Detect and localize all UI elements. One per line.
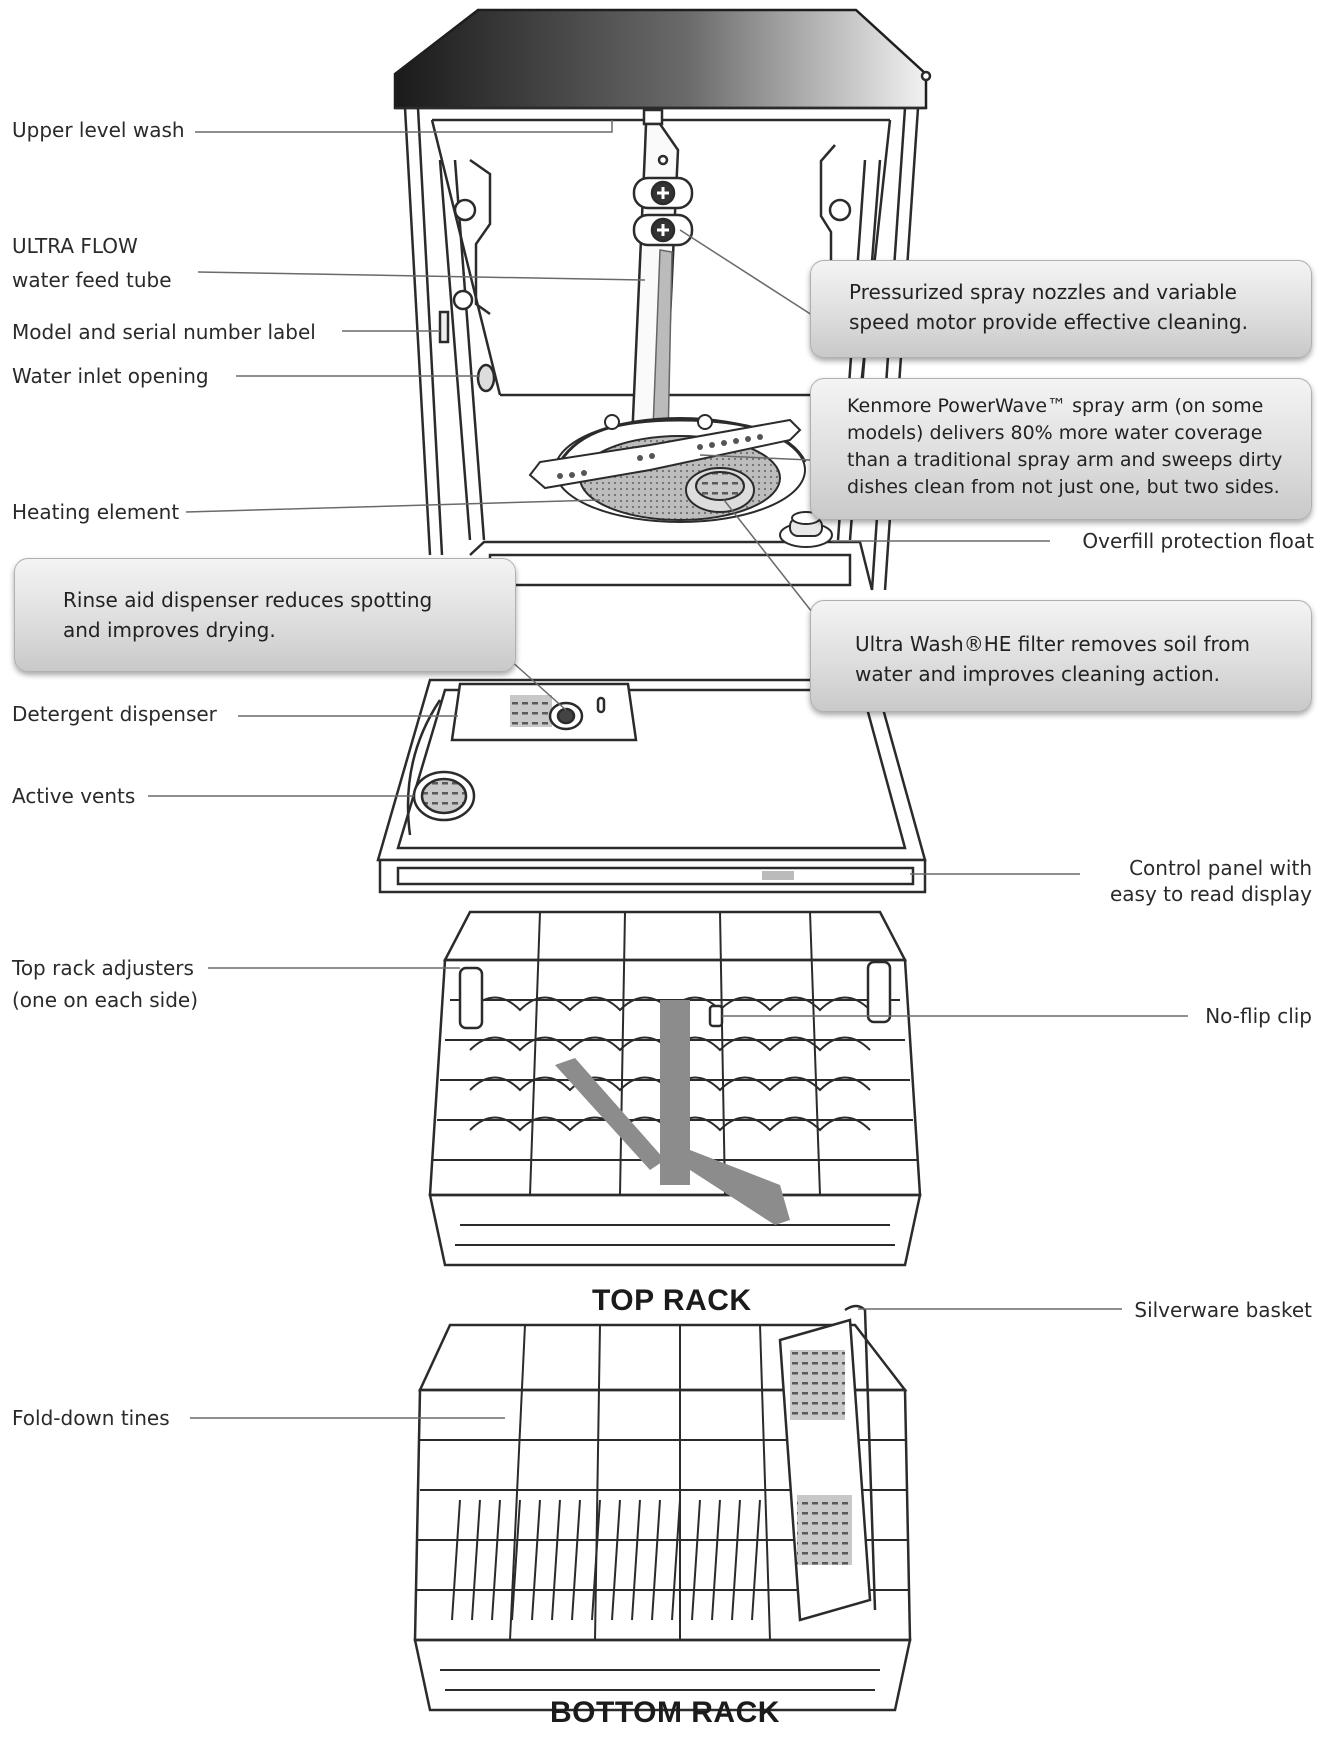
leader-spray-nozzles [679, 229, 813, 316]
ultra-wash-filter [685, 467, 755, 513]
label-fold-down-tines: Fold-down tines [12, 1406, 170, 1430]
label-no-flip-clip: No-flip clip [1205, 1004, 1312, 1028]
label-silverware-basket: Silverware basket [1134, 1298, 1312, 1322]
feed-tube [630, 108, 694, 484]
active-vents [412, 770, 476, 822]
label-top-rack-adjusters-line2: (one on each side) [12, 988, 199, 1012]
top-rack [428, 910, 922, 1267]
water-inlet [476, 363, 496, 393]
leader-rinse-aid [509, 659, 567, 711]
leader-heating-element [185, 499, 601, 513]
leader-ultra-wash [723, 499, 813, 613]
leader-ultra-flow [197, 271, 646, 281]
label-active-vents: Active vents [12, 784, 136, 808]
control-panel [378, 858, 927, 894]
sump-area [528, 414, 833, 548]
title-bottom-rack: BOTTOM RACK [550, 1696, 780, 1729]
callout-ultra-wash-line2: water and improves cleaning action. [855, 662, 1220, 686]
top-rack-adjuster-right [866, 960, 892, 1024]
label-upper-level-wash: Upper level wash [12, 118, 185, 142]
label-heating-element: Heating element [12, 500, 180, 524]
callout-powerwave-line4: dishes clean from not just one, but two … [847, 476, 1280, 498]
callout-spray-nozzles-line2: speed motor provide effective cleaning. [849, 310, 1248, 334]
callout-powerwave-line2: models) delivers 80% more water coverage [847, 422, 1263, 444]
callout-rinse-aid-line1: Rinse aid dispenser reduces spotting [63, 588, 433, 612]
label-ultra-flow-line1: ULTRA FLOW [12, 234, 138, 258]
label-water-inlet: Water inlet opening [12, 364, 209, 388]
label-top-rack-adjusters-line1: Top rack adjusters [12, 956, 194, 980]
label-detergent-dispenser: Detergent dispenser [12, 702, 217, 726]
callout-rinse-aid: Rinse aid dispenser reduces spotting and… [14, 558, 516, 672]
callout-powerwave-line3: than a traditional spray arm and sweeps … [847, 449, 1283, 471]
silverware-basket [778, 1304, 877, 1622]
bottom-rack [413, 1304, 912, 1712]
label-ultra-flow-line2: water feed tube [12, 268, 172, 292]
tub-lid [393, 8, 928, 110]
callout-spray-nozzles: Pressurized spray nozzles and variable s… [810, 260, 1312, 358]
callout-powerwave-line1: Kenmore PowerWave™ spray arm (on some [847, 395, 1264, 417]
leader-powerwave [699, 454, 811, 461]
callout-ultra-wash-line1: Ultra Wash®HE filter removes soil from [855, 632, 1251, 656]
callout-rinse-aid-line2: and improves drying. [63, 618, 276, 642]
powerwave-spray-arm [528, 418, 802, 490]
no-flip-clip [708, 1004, 724, 1028]
mid-spray-arm [555, 1000, 790, 1225]
leader-lines [148, 120, 1188, 1419]
top-rack-adjuster-left [458, 966, 484, 1030]
door [376, 678, 927, 894]
label-overfill-float: Overfill protection float [1082, 529, 1314, 553]
callout-spray-nozzles-line1: Pressurized spray nozzles and variable [849, 280, 1237, 304]
callout-ultra-wash-filter: Ultra Wash®HE filter removes soil from w… [810, 600, 1312, 712]
label-model-serial: Model and serial number label [12, 320, 316, 344]
model-serial-label [438, 310, 450, 344]
leader-upper-level-wash [195, 120, 613, 133]
callout-powerwave: Kenmore PowerWave™ spray arm (on some mo… [810, 378, 1312, 520]
label-control-panel-line1: Control panel with [1129, 856, 1312, 880]
spray-nozzles [632, 176, 694, 247]
detergent-dispenser [450, 682, 638, 742]
title-top-rack: TOP RACK [592, 1284, 752, 1317]
label-control-panel-line2: easy to read display [1109, 882, 1312, 906]
